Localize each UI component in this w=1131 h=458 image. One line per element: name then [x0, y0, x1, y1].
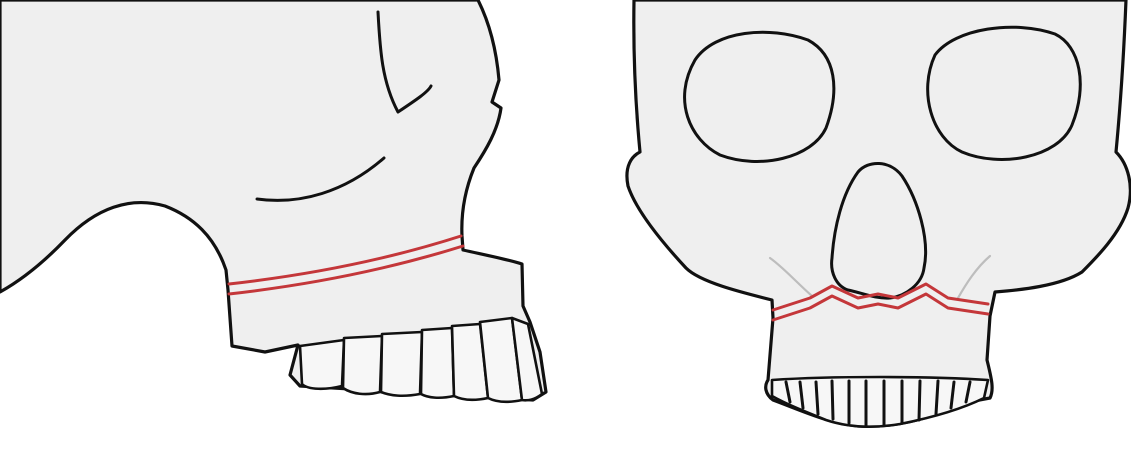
lateral-skull-view	[0, 0, 546, 402]
frontal-teeth-row	[772, 377, 988, 427]
tooth	[421, 328, 454, 398]
tooth	[381, 332, 422, 396]
tooth	[300, 340, 344, 389]
frontal-skull-view	[627, 0, 1130, 427]
tooth	[343, 336, 382, 394]
frontal-skull-outline	[627, 0, 1130, 426]
